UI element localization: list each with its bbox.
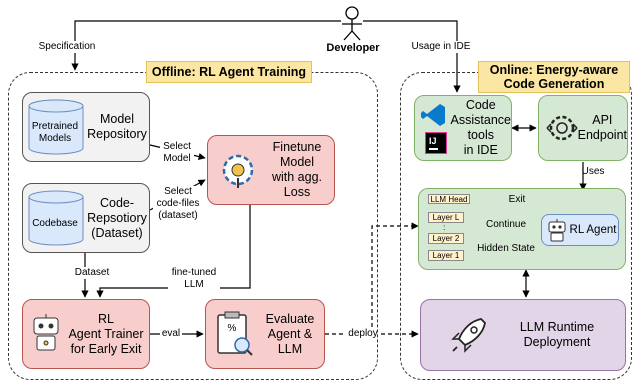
gear-brain-icon [222,154,254,188]
user-icon [342,6,362,41]
rocket-icon [451,318,486,353]
code-assistance-label: Code Assistance tools in IDE [450,98,511,157]
code-assistance-box: IJ Code Assistance tools in IDE [414,95,512,161]
rl-trainer-box: RL Agent Trainer for Early Exit [22,299,150,369]
eval-label: eval [160,328,182,340]
exit-label: Exit [508,194,526,205]
rl-agent-box: RL Agent [541,214,619,246]
evaluate-box: % Evaluate Agent & LLM [205,299,325,369]
intellij-icon: IJ [425,132,447,154]
clipboard-check-icon: % [217,311,253,356]
uses-label: Uses [581,166,605,177]
rl-agent-label: RL Agent [569,223,617,236]
select-model-label: Select Model [160,141,194,165]
pretrained-models-label: Pretrained Models [31,121,79,144]
database-icon [28,99,84,155]
layer-dots: : [443,222,446,232]
api-endpoint-box: API Endpoint [538,95,628,161]
select-code-files-label: Select code-files (dataset) [153,186,203,222]
edge-usage-in-ide [363,20,461,93]
model-repository-label: Model Repository [87,112,147,141]
robot-icon [548,219,566,242]
code-repository-box: Codebase Code- Repsotiory (Dataset) [22,183,150,253]
specification-label: Specification [28,41,106,53]
code-repository-label: Code- Repsotiory (Dataset) [87,195,147,240]
dataset-label: Dataset [70,267,114,279]
svg-text:IJ: IJ [429,136,437,146]
api-gear-icon [546,115,578,141]
developer-label: Developer [326,42,380,54]
hidden-state-label: Hidden State [474,243,538,255]
edge-deploy-up [371,222,419,334]
rl-trainer-label: RL Agent Trainer for Early Exit [68,311,144,356]
finetune-box: Finetune Model with agg. Loss [207,135,335,205]
runtime-label: LLM Runtime Deployment [519,320,595,349]
runtime-box: LLM Runtime Deployment [420,299,626,371]
deploy-label: deploy [345,328,381,340]
llm-head-layer: LLM Head [428,194,470,204]
evaluate-label: Evaluate Agent & LLM [265,311,315,356]
model-repository-box: Pretrained Models Model Repository [22,92,150,162]
layer-2: Layer 2 [428,233,464,244]
offline-title: Offline: RL Agent Training [146,61,312,83]
svg-text:%: % [228,323,237,334]
codebase-label: Codebase [32,218,78,229]
api-endpoint-label: API Endpoint [577,113,627,142]
robot-icon [33,314,59,351]
online-title: Online: Energy-aware Code Generation [478,61,630,93]
database-icon [28,190,84,246]
layer-l: Layer L [428,212,464,223]
vscode-icon [421,104,445,126]
edge-specification [71,20,341,71]
finetune-label: Finetune Model with agg. Loss [271,140,323,199]
fine-tuned-llm-label: fine-tuned LLM [168,267,220,291]
layer-1: Layer 1 [428,250,464,261]
continue-label: Continue [482,219,530,231]
usage-in-ide-label: Usage in IDE [405,41,477,53]
